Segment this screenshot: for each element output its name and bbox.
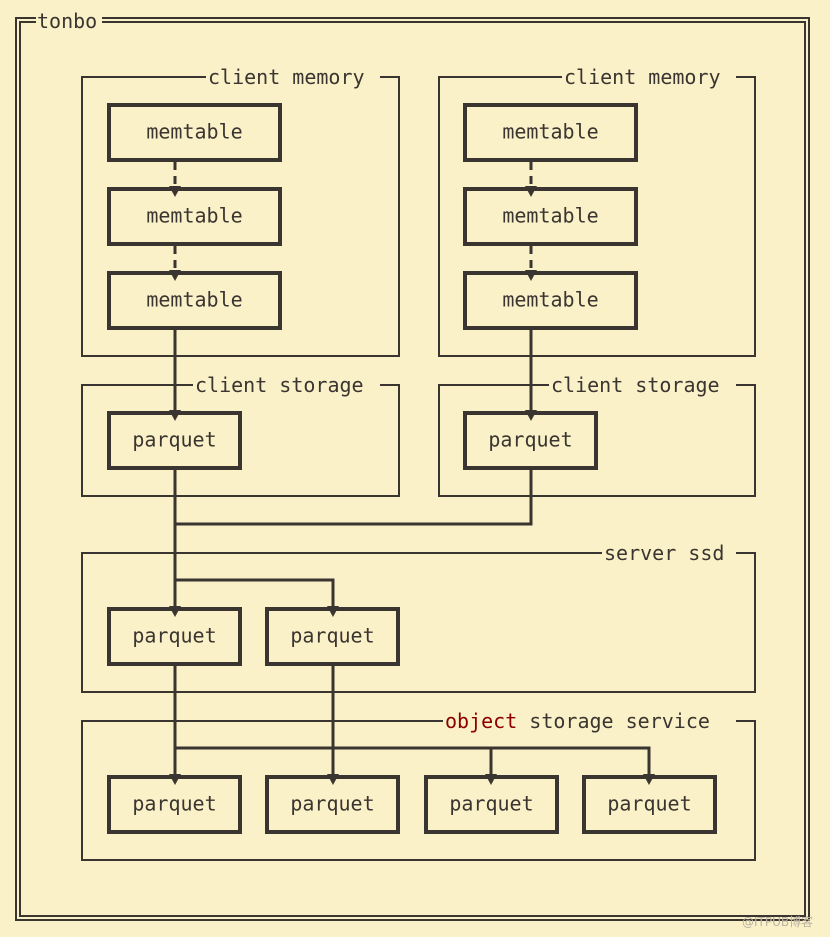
node-box-os2 xyxy=(265,775,400,834)
node-parquet: parquet xyxy=(582,775,717,834)
group-label-client-memory-2: client memory xyxy=(564,65,721,89)
node-box-cs1 xyxy=(107,411,242,470)
label-bg xyxy=(602,540,736,566)
group-frame-server-ssd xyxy=(81,552,756,693)
node-box-os3 xyxy=(424,775,559,834)
node-box-m1c xyxy=(107,271,282,330)
group-label-object-storage: object storage service xyxy=(445,709,710,733)
group-frame-object-storage xyxy=(81,720,756,861)
node-memtable: memtable xyxy=(107,187,282,246)
group-label-server-ssd: server ssd xyxy=(604,541,724,565)
node-label-os2: parquet xyxy=(290,792,374,816)
label-bg xyxy=(193,372,380,398)
node-parquet: parquet xyxy=(424,775,559,834)
group-labels: client memory client memory client stora… xyxy=(193,64,736,734)
node-memtable: memtable xyxy=(463,103,638,162)
node-label-cs1: parquet xyxy=(132,428,216,452)
node-parquet: parquet xyxy=(463,411,598,470)
node-label-m1a: memtable xyxy=(146,120,242,144)
node-label-m2b: memtable xyxy=(502,204,598,228)
node-parquet: parquet xyxy=(107,607,242,666)
node-parquet: parquet xyxy=(265,607,400,666)
node-label-cs2: parquet xyxy=(488,428,572,452)
node-parquet: parquet xyxy=(265,775,400,834)
label-rest: storage service xyxy=(517,709,710,733)
tonbo-title: tonbo xyxy=(37,9,97,33)
tonbo-frame-outer-line xyxy=(15,17,810,921)
node-label-m1b: memtable xyxy=(146,204,242,228)
group-label-client-storage-2: client storage xyxy=(551,373,720,397)
node-label-m1c: memtable xyxy=(146,288,242,312)
node-memtable: memtable xyxy=(463,271,638,330)
nodes-layer: memtable memtable memtable memtable memtable… xyxy=(107,103,717,834)
node-box-m1a xyxy=(107,103,282,162)
node-box-cs2 xyxy=(463,411,598,470)
node-label-os1: parquet xyxy=(132,792,216,816)
node-label-ss2: parquet xyxy=(290,624,374,648)
node-label-m2a: memtable xyxy=(502,120,598,144)
node-box-os4 xyxy=(582,775,717,834)
label-bg xyxy=(549,372,736,398)
node-box-m2c xyxy=(463,271,638,330)
node-label-os3: parquet xyxy=(449,792,533,816)
tonbo-frame xyxy=(15,17,810,921)
group-label-client-memory-1: client memory xyxy=(208,65,365,89)
tonbo-title-bg xyxy=(36,8,102,34)
edge-branch-to-os4 xyxy=(175,746,651,777)
node-memtable: memtable xyxy=(107,271,282,330)
node-box-os1 xyxy=(107,775,242,834)
edge-branch-to-ssd-2 xyxy=(175,578,335,609)
label-bg xyxy=(562,64,736,90)
group-label-client-storage-1: client storage xyxy=(195,373,364,397)
node-box-m2b xyxy=(463,187,638,246)
node-parquet: parquet xyxy=(107,775,242,834)
node-label-m2c: memtable xyxy=(502,288,598,312)
label-bg xyxy=(443,708,736,734)
node-label-os4: parquet xyxy=(607,792,691,816)
edge-client2-to-server xyxy=(175,470,533,526)
node-box-m1b xyxy=(107,187,282,246)
tonbo-frame-inner-line xyxy=(19,21,806,917)
node-memtable: memtable xyxy=(463,187,638,246)
highlight-word-object: object xyxy=(445,709,517,733)
node-box-m2a xyxy=(463,103,638,162)
label-bg xyxy=(206,64,380,90)
watermark: @ITPUB博客 xyxy=(742,914,813,929)
node-parquet: parquet xyxy=(107,411,242,470)
node-memtable: memtable xyxy=(107,103,282,162)
node-label-ss1: parquet xyxy=(132,624,216,648)
node-box-ss1 xyxy=(107,607,242,666)
node-box-ss2 xyxy=(265,607,400,666)
